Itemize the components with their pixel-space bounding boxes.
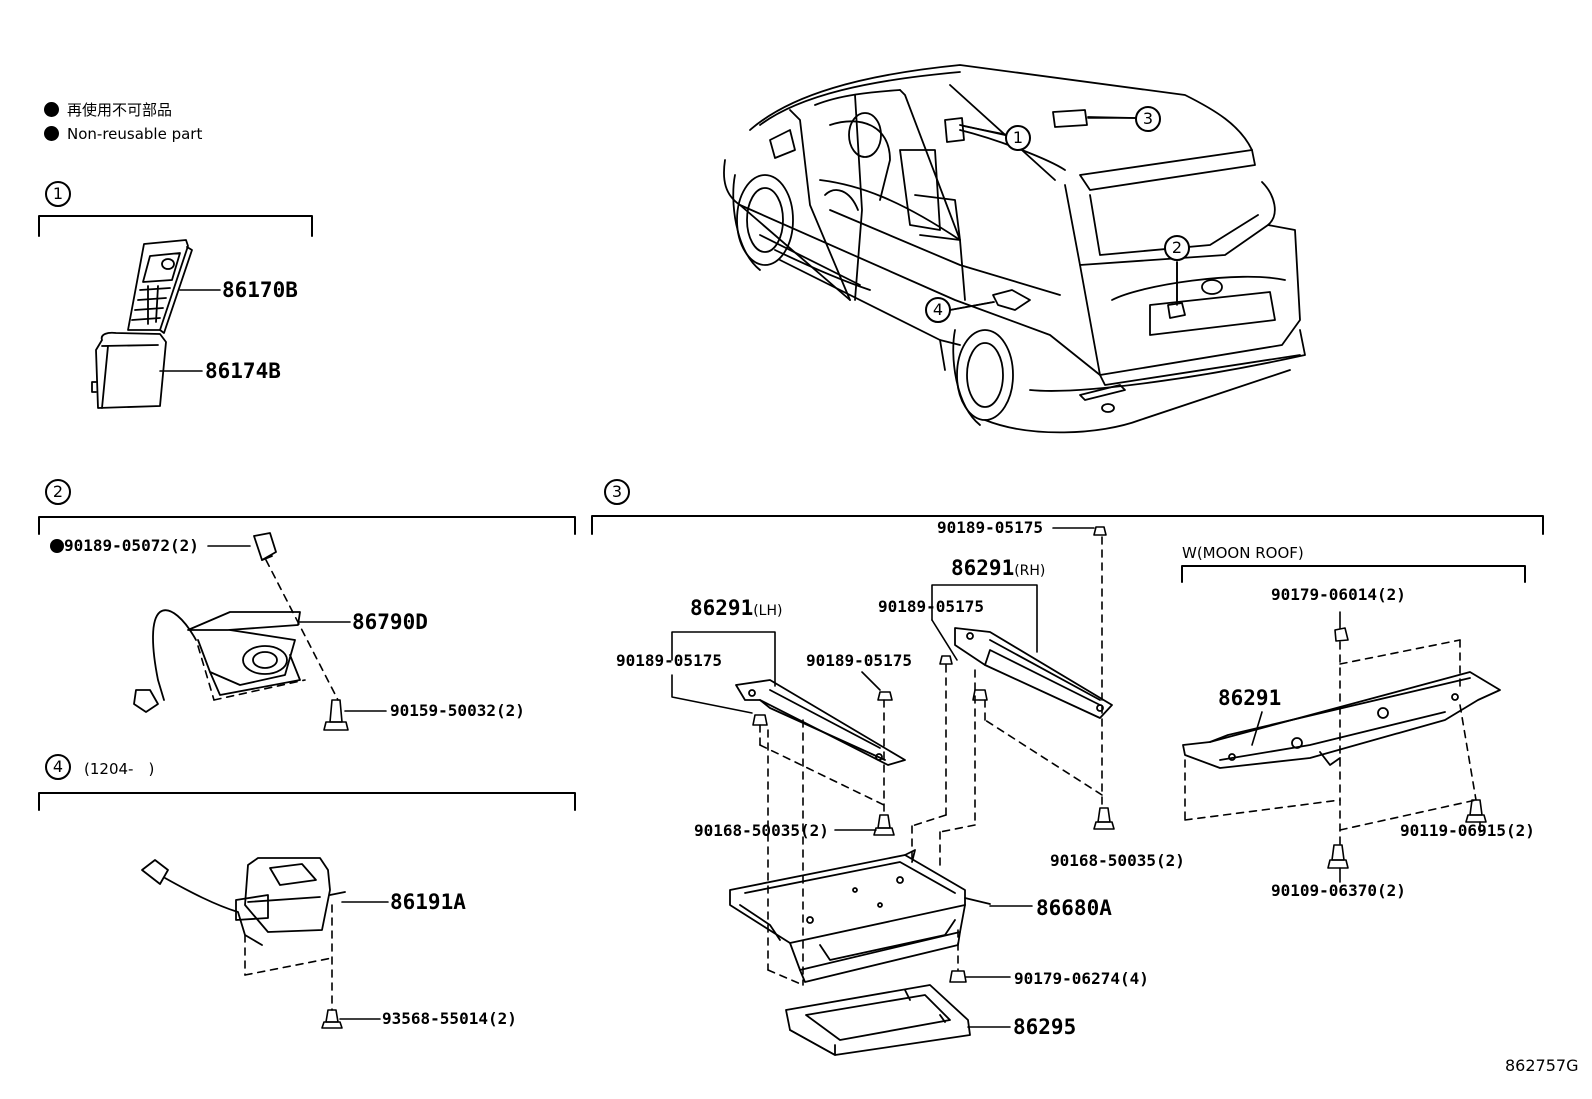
part-86291-rh[interactable]: 86291(RH) <box>951 556 1046 580</box>
section-1-callout: 1 <box>45 181 71 207</box>
switch-screw <box>321 1009 343 1029</box>
part-90189-05175-mid[interactable]: 90189-05175 <box>806 651 912 670</box>
dashed-assembly-lines-3 <box>759 536 1103 986</box>
section-4-callout: 4 <box>45 754 71 780</box>
part-86191A[interactable]: 86191A <box>390 890 466 914</box>
section-2-callout: 2 <box>45 479 71 505</box>
part-90119-06915[interactable]: 90119-06915(2) <box>1400 821 1535 840</box>
leader-lines-4 <box>339 901 389 1020</box>
non-reusable-dot-icon <box>44 102 59 117</box>
moon-roof-fasteners <box>1327 627 1487 869</box>
remote-holder-drawing <box>91 331 167 409</box>
vehicle-callout-3: 3 <box>1135 106 1161 132</box>
dashed-assembly-lines-2 <box>197 559 339 701</box>
part-90168-50035-b[interactable]: 90168-50035(2) <box>1050 851 1185 870</box>
remote-controller-drawing <box>127 239 193 334</box>
part-90179-06014[interactable]: 90179-06014(2) <box>1271 585 1406 604</box>
leader-lines-1 <box>159 289 221 372</box>
part-90109-06370[interactable]: 90109-06370(2) <box>1271 881 1406 900</box>
part-90189-05175-lh[interactable]: 90189-05175 <box>616 651 722 670</box>
part-86291-moon-roof[interactable]: 86291 <box>1218 686 1282 710</box>
clips <box>752 526 1107 726</box>
non-reusable-dot-icon <box>50 539 64 553</box>
section-4-date-note: (1204- ) <box>84 760 155 778</box>
part-90159-50032[interactable]: 90159-50032(2) <box>390 701 525 720</box>
legend-jp: 再使用不可部品 <box>44 99 172 120</box>
moon-roof-note: W(MOON ROOF) <box>1182 544 1304 562</box>
part-86680A[interactable]: 86680A <box>1036 896 1112 920</box>
dashed-assembly-lines-mr <box>1184 639 1477 846</box>
vehicle-illustration <box>723 64 1306 434</box>
part-86790D[interactable]: 86790D <box>352 610 428 634</box>
vehicle-callout-1: 1 <box>1005 125 1031 151</box>
cover-drawing <box>785 984 971 1056</box>
camera-screw <box>323 699 349 731</box>
non-reusable-dot-icon <box>44 126 59 141</box>
part-86291-lh[interactable]: 86291(LH) <box>690 596 783 620</box>
vehicle-callout-2: 2 <box>1164 235 1190 261</box>
bracket-rh-drawing <box>954 627 1113 719</box>
section-3-callout: 3 <box>604 479 630 505</box>
leader-lines-mr <box>1251 611 1481 883</box>
part-90168-50035-a[interactable]: 90168-50035(2) <box>694 821 829 840</box>
dashed-assembly-lines-4 <box>244 904 333 1011</box>
part-86295[interactable]: 86295 <box>1013 1015 1077 1039</box>
part-86174B[interactable]: 86174B <box>205 359 281 383</box>
part-90189-05072[interactable]: 90189-05072(2) <box>50 536 199 555</box>
part-93568-55014[interactable]: 93568-55014(2) <box>382 1009 517 1028</box>
section-brackets <box>38 215 1544 811</box>
vehicle-callout-4: 4 <box>925 297 951 323</box>
callout-leaders-vehicle <box>949 117 1178 311</box>
bolts-section-3 <box>873 807 1115 983</box>
diagram-code: 862757G <box>1505 1056 1579 1075</box>
leader-lines-3 <box>671 527 1095 1028</box>
legend-en: Non-reusable part <box>44 125 202 143</box>
part-90189-05175-rh[interactable]: 90189-05175 <box>878 597 984 616</box>
part-86170B[interactable]: 86170B <box>222 278 298 302</box>
monitor-drawing <box>729 849 991 983</box>
part-90189-05175-top[interactable]: 90189-05175 <box>937 518 1043 537</box>
back-door-switch-drawing <box>141 857 346 946</box>
leader-lines-2 <box>207 545 387 712</box>
rear-camera-drawing <box>133 532 301 713</box>
part-90179-06274[interactable]: 90179-06274(4) <box>1014 969 1149 988</box>
bracket-lh-drawing <box>735 679 906 766</box>
